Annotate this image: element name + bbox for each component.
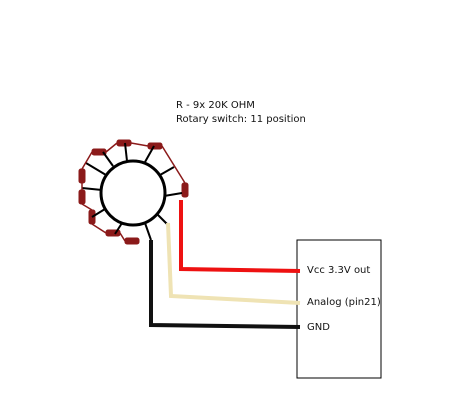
switch-terminal	[91, 208, 106, 218]
microcontroller-box	[296, 239, 382, 379]
resistor-note: R - 9x 20K OHM	[176, 100, 255, 111]
resistor-link	[91, 223, 107, 234]
resistor-link	[161, 145, 186, 184]
switch-terminal	[85, 162, 107, 176]
resistor-link	[81, 203, 93, 211]
resistor	[78, 168, 86, 184]
resistor-links	[81, 142, 186, 242]
resistor	[147, 142, 163, 150]
resistor-link	[105, 142, 118, 153]
resistor-link	[119, 232, 126, 242]
resistor	[181, 182, 189, 198]
switch-terminal	[159, 166, 175, 176]
gnd-pin-label: GND	[307, 322, 330, 333]
switch-terminal	[81, 187, 103, 191]
resistor	[124, 237, 140, 245]
analog-pin-label: Analog (pin21)	[307, 297, 381, 308]
switch-note: Rotary switch: 11 position	[176, 114, 306, 125]
switch-terminal	[163, 192, 183, 197]
vcc-pin-label: Vcc 3.3V out	[307, 265, 371, 276]
resistor	[78, 189, 86, 205]
switch-terminals	[81, 142, 183, 241]
switch-terminal	[144, 222, 152, 241]
switch-terminal	[124, 142, 128, 162]
vcc-wire	[179, 200, 301, 273]
resistor	[116, 139, 132, 147]
analog-wire	[166, 222, 301, 305]
gnd-wire	[149, 240, 301, 329]
switch-terminal	[102, 151, 114, 167]
resistor-link	[130, 142, 149, 147]
switch-terminal	[144, 145, 155, 163]
rotary-switch-body	[99, 159, 167, 227]
switch-terminal	[114, 222, 123, 235]
resistor-link	[81, 151, 93, 170]
